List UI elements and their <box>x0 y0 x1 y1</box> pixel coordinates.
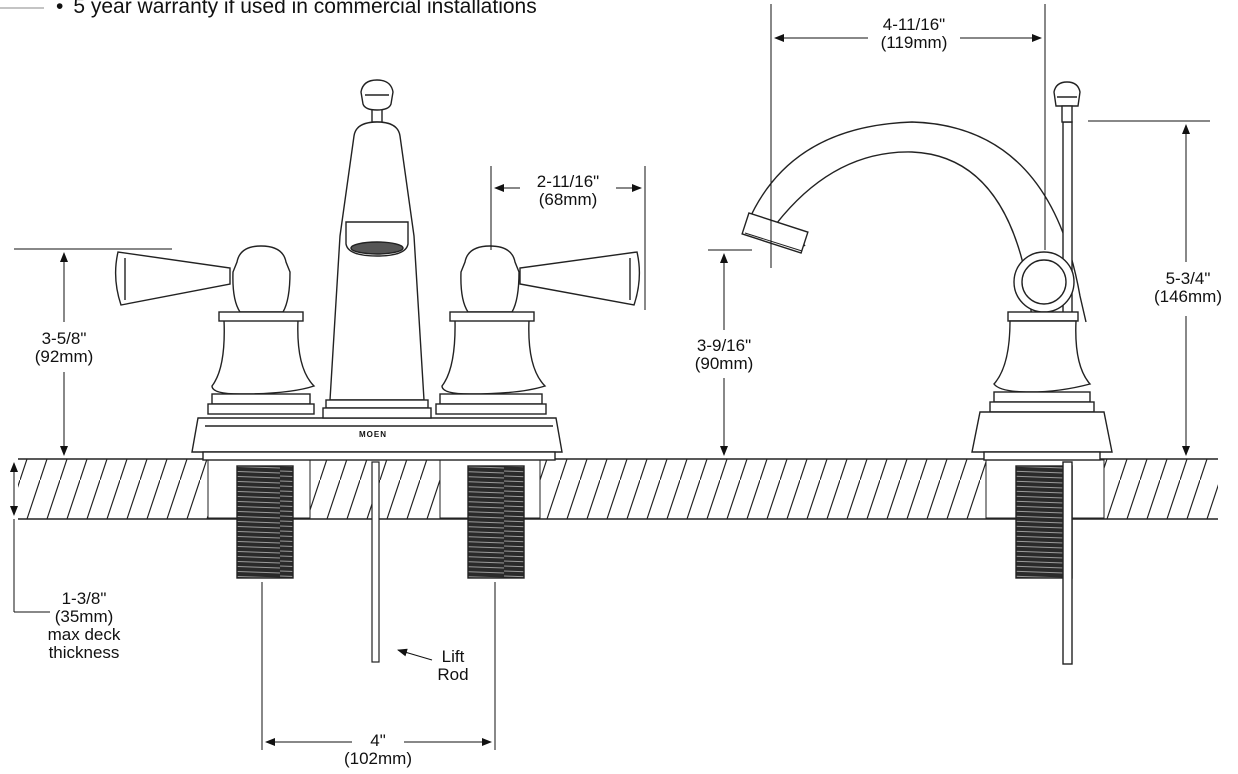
right-tailpiece <box>467 465 525 579</box>
dim-spout-reach: 4-11/16" (119mm) <box>868 16 960 52</box>
dim-deck-thickness-metric: (35mm) <box>54 607 114 626</box>
lift-rod-label-line1: Lift <box>441 647 465 666</box>
dim-aerator-height-imperial: 3-9/16" <box>696 336 752 355</box>
dim-handle-height: 3-5/8" (92mm) <box>18 330 110 366</box>
dim-centers-metric: (102mm) <box>343 749 412 768</box>
lift-rod-front <box>371 461 380 663</box>
dim-deck-thickness-imperial: 1-3/8" <box>61 589 107 608</box>
faucet-side-view <box>741 81 1113 665</box>
lift-rod-label: Lift Rod <box>430 648 476 684</box>
dimension-lines <box>0 4 1210 750</box>
dim-centers: 4" (102mm) <box>334 732 422 768</box>
bullet-dot-icon: • <box>56 0 64 18</box>
dim-deck-thickness-note-2: thickness <box>48 643 120 662</box>
dim-handle-height-metric: (92mm) <box>34 347 94 366</box>
dim-overall-height: 5-3/4" (146mm) <box>1140 270 1236 306</box>
spout-body <box>322 79 432 419</box>
dim-centers-imperial: 4" <box>370 731 386 750</box>
dim-deck-thickness: 1-3/8" (35mm) max deck thickness <box>34 590 134 662</box>
dim-handle-height-imperial: 3-5/8" <box>41 329 87 348</box>
lift-rod-label-line2: Rod <box>437 665 469 684</box>
dim-overall-height-imperial: 5-3/4" <box>1165 269 1211 288</box>
dim-handle-to-spout-metric: (68mm) <box>538 190 598 209</box>
dim-handle-to-spout: 2-11/16" (68mm) <box>520 173 616 209</box>
dim-aerator-height-metric: (90mm) <box>694 354 754 373</box>
brand-mark: MOEN <box>359 430 387 439</box>
warranty-bullet: • 5 year warranty if used in commercial i… <box>56 0 537 19</box>
left-tailpiece <box>236 465 294 579</box>
dim-aerator-height: 3-9/16" (90mm) <box>678 337 770 373</box>
dim-spout-reach-imperial: 4-11/16" <box>882 15 946 34</box>
dim-overall-height-metric: (146mm) <box>1153 287 1222 306</box>
dim-deck-thickness-note-1: max deck <box>47 625 121 644</box>
dim-spout-reach-metric: (119mm) <box>880 33 948 52</box>
faucet-front-view <box>114 79 641 663</box>
warranty-text: 5 year warranty if used in commercial in… <box>73 0 537 18</box>
right-handle <box>435 245 641 415</box>
left-handle <box>114 245 316 415</box>
dim-handle-to-spout-imperial: 2-11/16" <box>536 172 600 191</box>
